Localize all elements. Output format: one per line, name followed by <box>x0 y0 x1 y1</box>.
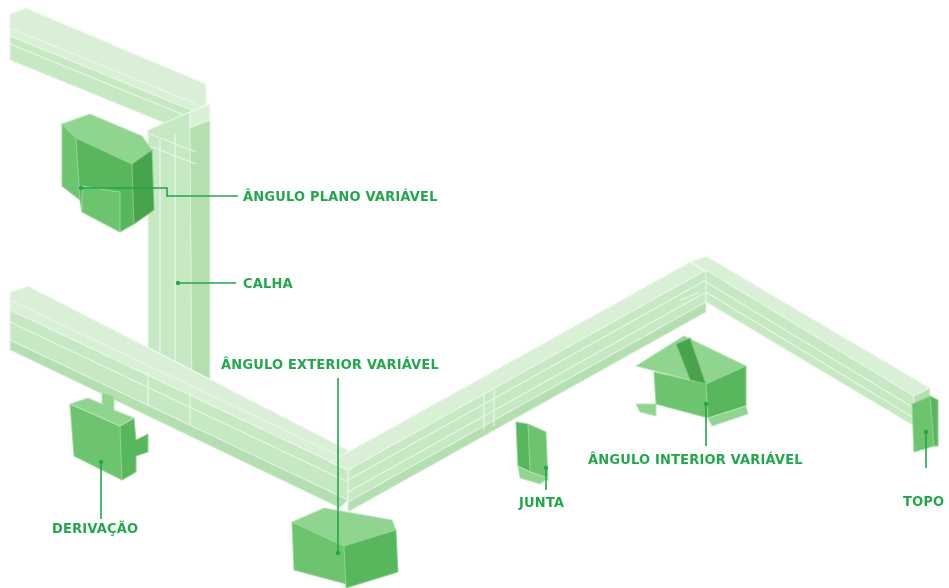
leader-dot-derivacao <box>98 459 104 465</box>
topo-part <box>911 395 939 453</box>
label-topo: TOPO <box>903 495 944 510</box>
label-calha: CALHA <box>243 277 293 292</box>
angulo-plano-variavel-part <box>61 113 155 233</box>
leader-dot-angulo-interior <box>703 401 709 407</box>
derivacao-part <box>68 391 149 481</box>
angulo-interior-variavel-part <box>634 335 749 427</box>
leader-dot-junta <box>543 465 549 471</box>
leader-dot-angulo-exterior <box>335 550 341 556</box>
tray-lower-left <box>9 285 349 509</box>
leader-lines <box>78 185 929 556</box>
leader-angulo-plano <box>81 187 238 197</box>
junta-part <box>515 421 550 485</box>
label-derivacao: DERIVAÇÃO <box>52 521 138 537</box>
label-angulo-exterior-variavel: ÂNGULO EXTERIOR VARIÁVEL <box>221 357 439 373</box>
leader-dot-calha <box>175 280 181 286</box>
label-angulo-interior-variavel: ÂNGULO INTERIOR VARIÁVEL <box>588 452 803 468</box>
tray-upper-left <box>9 7 207 141</box>
labels: ÂNGULO PLANO VARIÁVEL CALHA ÂNGULO EXTER… <box>52 189 944 537</box>
label-junta: JUNTA <box>518 496 564 511</box>
leader-dot-topo <box>923 429 929 435</box>
leader-dot-angulo-plano <box>78 185 84 191</box>
tray-vertical <box>147 103 211 413</box>
cable-tray-system <box>9 7 932 513</box>
tray-middle <box>328 261 708 513</box>
angulo-exterior-variavel-part <box>291 507 399 588</box>
label-angulo-plano-variavel: ÂNGULO PLANO VARIÁVEL <box>243 189 438 205</box>
